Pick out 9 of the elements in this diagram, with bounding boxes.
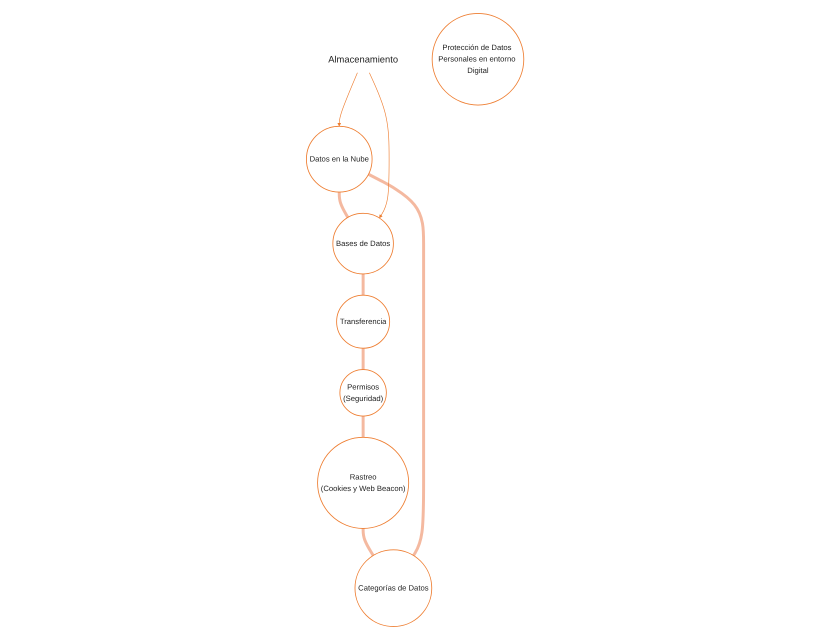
connector — [368, 172, 425, 556]
node-text: Almacenamiento — [328, 53, 398, 64]
connector — [338, 192, 350, 218]
connector — [362, 348, 365, 370]
connector — [362, 416, 365, 437]
arrow — [368, 72, 390, 218]
connector — [362, 528, 374, 556]
arrow — [337, 72, 358, 126]
connector — [362, 273, 365, 295]
